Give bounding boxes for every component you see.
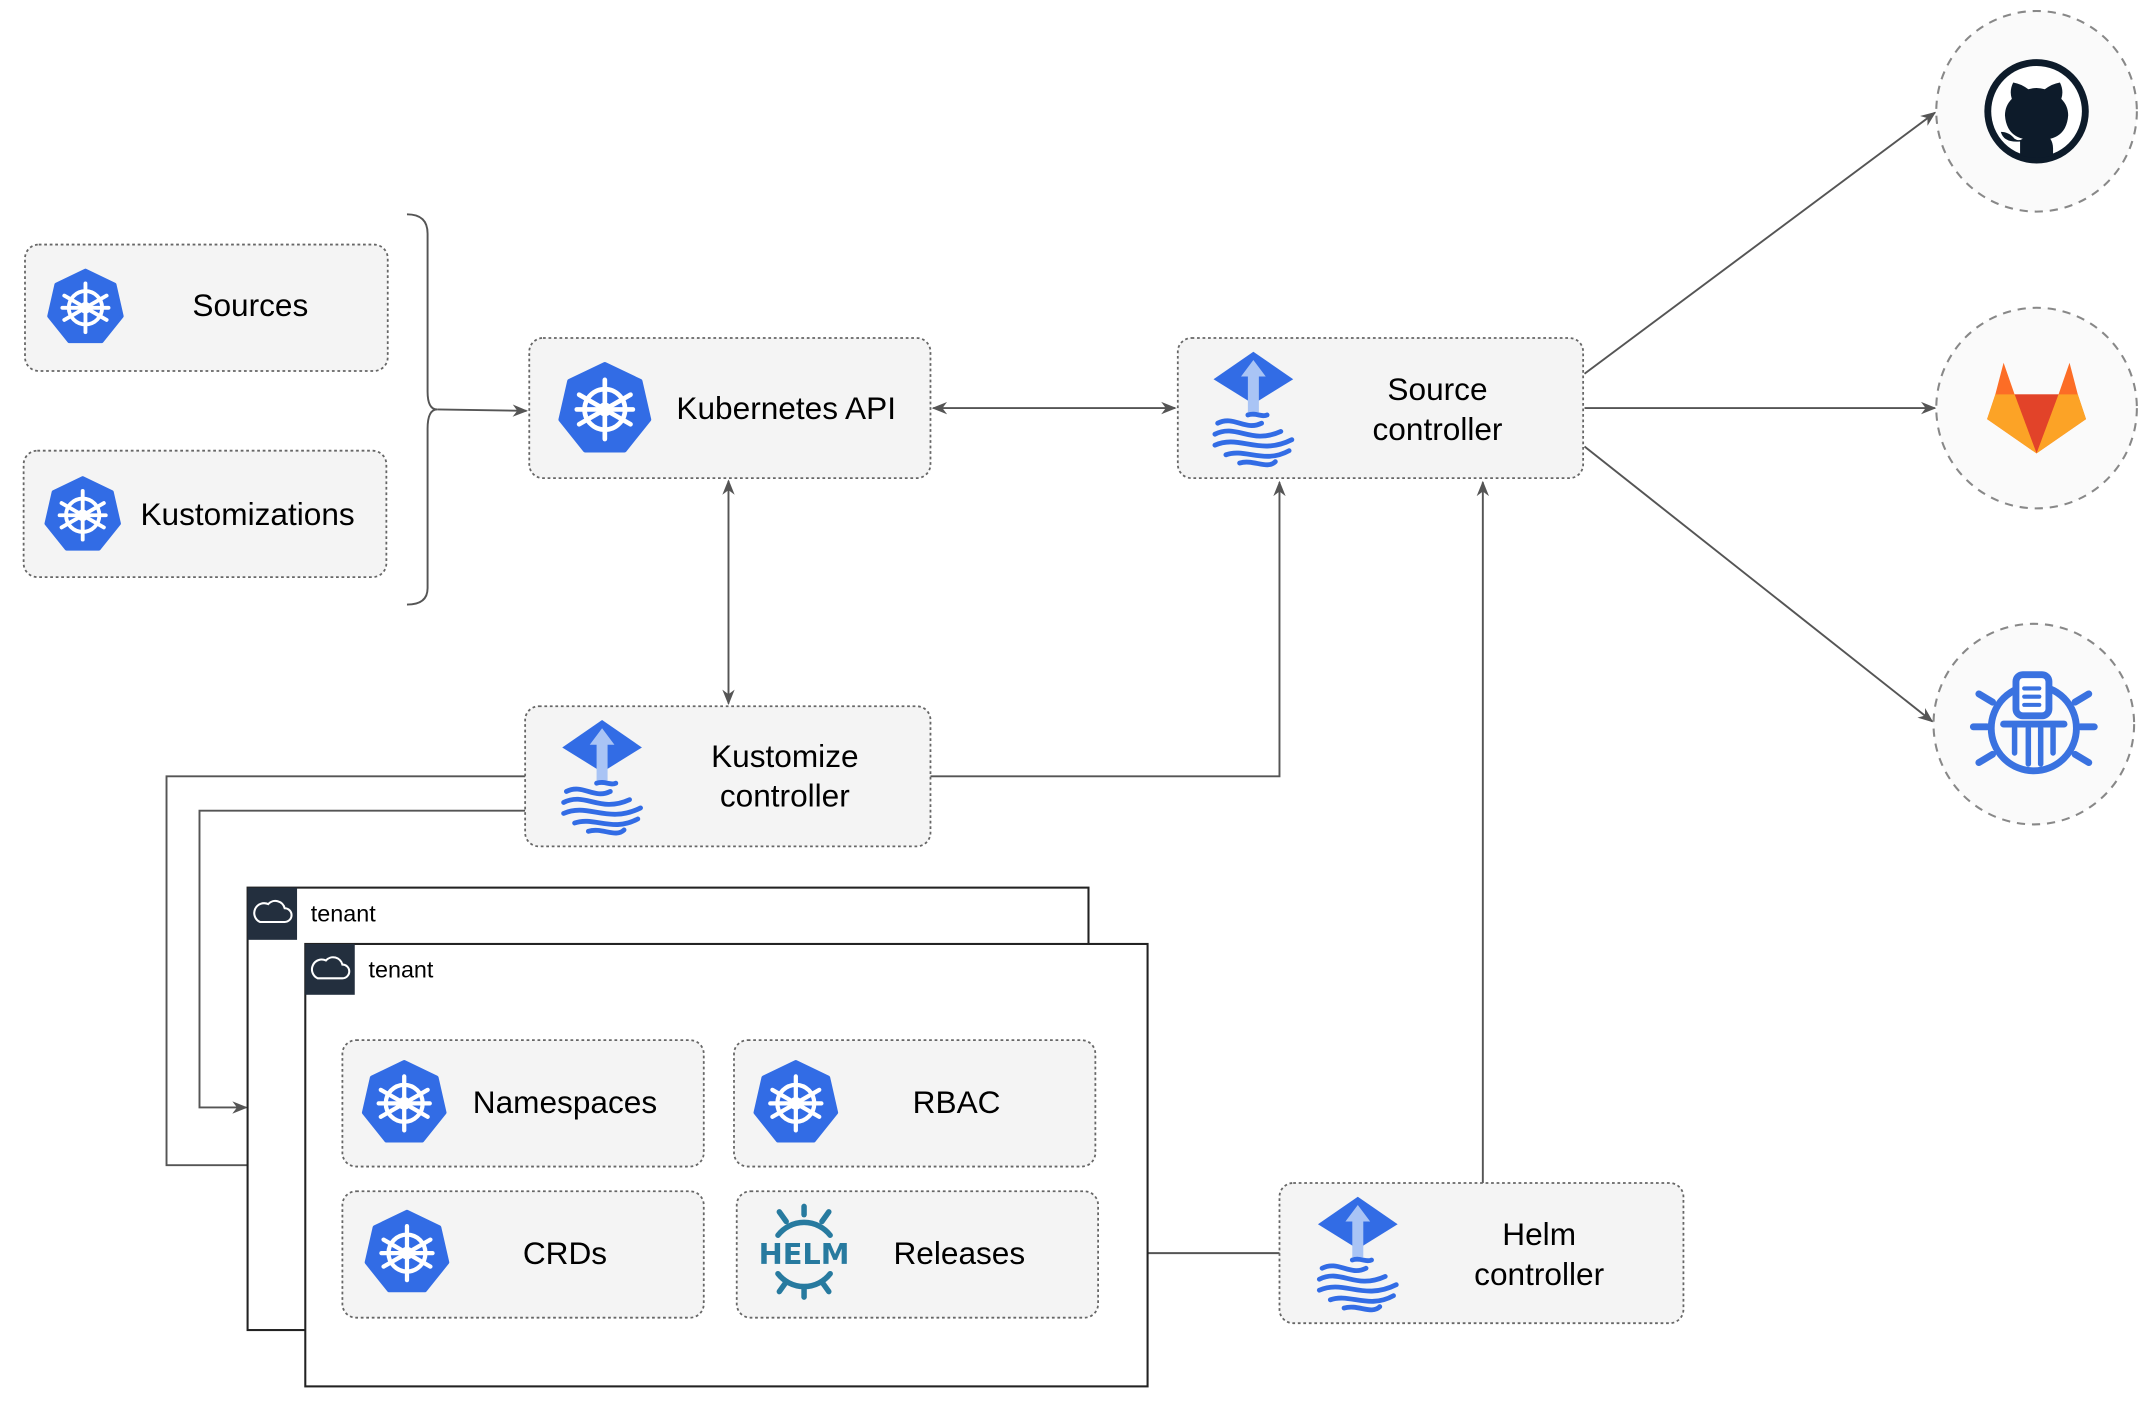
github-node[interactable]: [1935, 9, 2138, 213]
cloud-icon-bg: [305, 943, 355, 995]
edge-crds-to-api: [437, 404, 529, 417]
edge-kustomize-tenant-front: [165, 775, 526, 1172]
kubernetes-icon: [364, 1062, 444, 1140]
edge-kustomize-tenant-back: [198, 809, 526, 1114]
kustomize-controller-label-2: controller: [720, 778, 850, 814]
github-icon: [1984, 59, 2089, 164]
helm-icon: HELM: [759, 1203, 850, 1300]
releases-node[interactable]: HELM Releases: [735, 1190, 1099, 1319]
crds-node[interactable]: CRDs: [341, 1190, 705, 1319]
helm-controller-node[interactable]: Helm controller: [1278, 1182, 1685, 1325]
tenant-label: tenant: [311, 900, 376, 926]
kubernetes-api-label: Kubernetes API: [676, 390, 896, 426]
tenant-label: tenant: [369, 957, 434, 983]
kubernetes-icon: [367, 1212, 447, 1290]
edge-source-bucket: [1583, 445, 1934, 723]
gitlab-node[interactable]: [1935, 306, 2138, 510]
bucket-node[interactable]: [1932, 622, 2136, 826]
cloud-icon: [310, 956, 351, 980]
helm-controller-label-1: Helm: [1502, 1216, 1576, 1252]
kustomizations-node[interactable]: Kustomizations: [22, 449, 388, 578]
kubernetes-icon: [44, 476, 121, 551]
source-controller-node[interactable]: Source controller: [1176, 337, 1585, 480]
edge-kustomize-source: [930, 480, 1286, 778]
source-controller-label-2: controller: [1373, 411, 1503, 447]
kustomize-controller-label-1: Kustomize: [711, 738, 858, 774]
sources-label: Sources: [192, 287, 308, 323]
edge-source-github: [1583, 111, 1937, 375]
namespaces-node[interactable]: Namespaces: [341, 1039, 705, 1168]
kubernetes-icon: [756, 1062, 836, 1140]
cloud-icon: [253, 899, 293, 924]
releases-label: Releases: [893, 1235, 1025, 1271]
svg-text:HELM: HELM: [759, 1237, 850, 1271]
grouping-brace: [406, 213, 438, 606]
kustomizations-label: Kustomizations: [140, 496, 354, 532]
rbac-label: RBAC: [913, 1084, 1001, 1120]
crds-label: CRDs: [523, 1235, 607, 1271]
kustomize-controller-node[interactable]: Kustomize controller: [524, 705, 932, 848]
source-controller-label-1: Source: [1387, 371, 1487, 407]
namespaces-label: Namespaces: [473, 1084, 657, 1120]
kubernetes-api-node[interactable]: Kubernetes API: [528, 337, 932, 480]
helm-controller-label-2: controller: [1474, 1256, 1604, 1292]
cloud-icon-bg: [247, 887, 298, 940]
gitlab-icon: [1987, 362, 2087, 454]
bucket-icon: [1969, 671, 2098, 775]
sources-node[interactable]: Sources: [24, 243, 389, 372]
kubernetes-icon: [47, 268, 124, 344]
kubernetes-icon: [561, 364, 649, 450]
rbac-node[interactable]: RBAC: [733, 1039, 1097, 1168]
